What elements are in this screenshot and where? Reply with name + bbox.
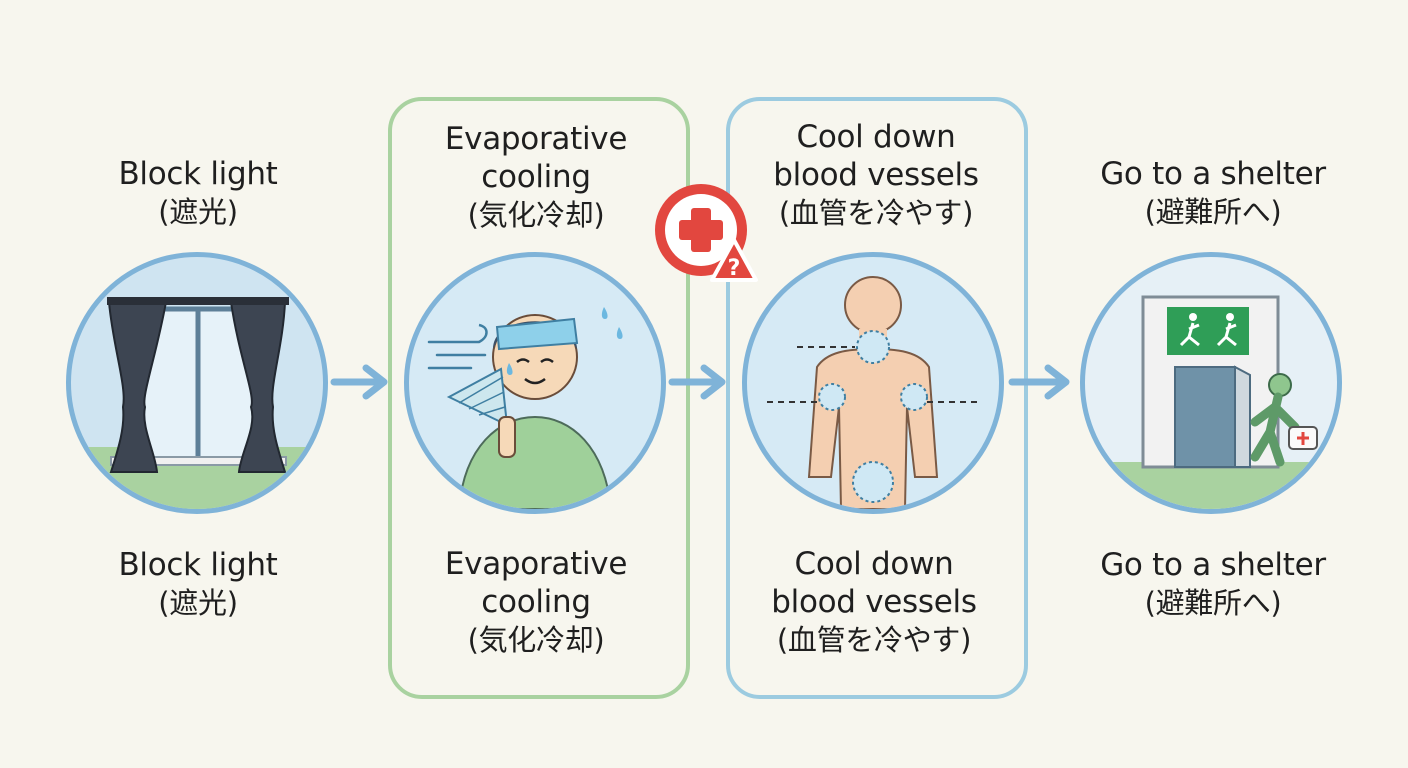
step2-top-jp: (気化冷却) bbox=[467, 198, 605, 232]
step3-bottom-title: Cool down blood vessels bbox=[771, 546, 977, 620]
person-fan-icon bbox=[404, 252, 666, 514]
step1-top-title: Block light bbox=[118, 156, 278, 192]
step3-top-title: Cool down blood vessels bbox=[773, 119, 979, 193]
step1-bottom-jp: (遮光) bbox=[158, 586, 238, 620]
medical-cross-warning-icon: ? bbox=[655, 184, 758, 282]
step4-top-jp: (避難所へ) bbox=[1144, 195, 1282, 229]
step4-bottom-title: Go to a shelter bbox=[1100, 547, 1326, 583]
step3-bottom-label: Cool down blood vessels (血管を冷やす) bbox=[724, 545, 1024, 659]
step2-bottom-label: Evaporative cooling (気化冷却) bbox=[386, 545, 686, 659]
step3-top-label: Cool down blood vessels (血管を冷やす) bbox=[726, 118, 1026, 232]
arrow-right-icon bbox=[330, 364, 388, 400]
step3-top-jp: (血管を冷やす) bbox=[778, 196, 974, 230]
step1-bottom-title: Block light bbox=[118, 547, 278, 583]
step2-top-label: Evaporative cooling (気化冷却) bbox=[386, 120, 686, 234]
step4-top-label: Go to a shelter (避難所へ) bbox=[1063, 155, 1363, 231]
step2-bottom-jp: (気化冷却) bbox=[467, 623, 605, 657]
step1-top-label: Block light (遮光) bbox=[48, 155, 348, 231]
arrow-right-icon bbox=[1008, 364, 1070, 400]
arrow-right-icon bbox=[668, 364, 726, 400]
badge-question-mark: ? bbox=[728, 256, 741, 281]
step2-top-title: Evaporative cooling bbox=[444, 121, 628, 195]
step4-top-title: Go to a shelter bbox=[1100, 156, 1326, 192]
window-curtain-icon bbox=[66, 252, 328, 514]
step2-bottom-title: Evaporative cooling bbox=[444, 546, 628, 620]
step1-bottom-label: Block light (遮光) bbox=[48, 546, 348, 622]
evaporative-cooling-frame bbox=[388, 97, 690, 699]
step4-bottom-label: Go to a shelter (避難所へ) bbox=[1063, 546, 1363, 622]
step4-bottom-jp: (避難所へ) bbox=[1144, 586, 1282, 620]
body-cooling-points-icon bbox=[742, 252, 1004, 514]
cool-blood-vessels-frame bbox=[726, 97, 1028, 699]
emergency-exit-icon bbox=[1080, 252, 1342, 514]
step3-bottom-jp: (血管を冷やす) bbox=[776, 623, 972, 657]
step1-top-jp: (遮光) bbox=[158, 195, 238, 229]
